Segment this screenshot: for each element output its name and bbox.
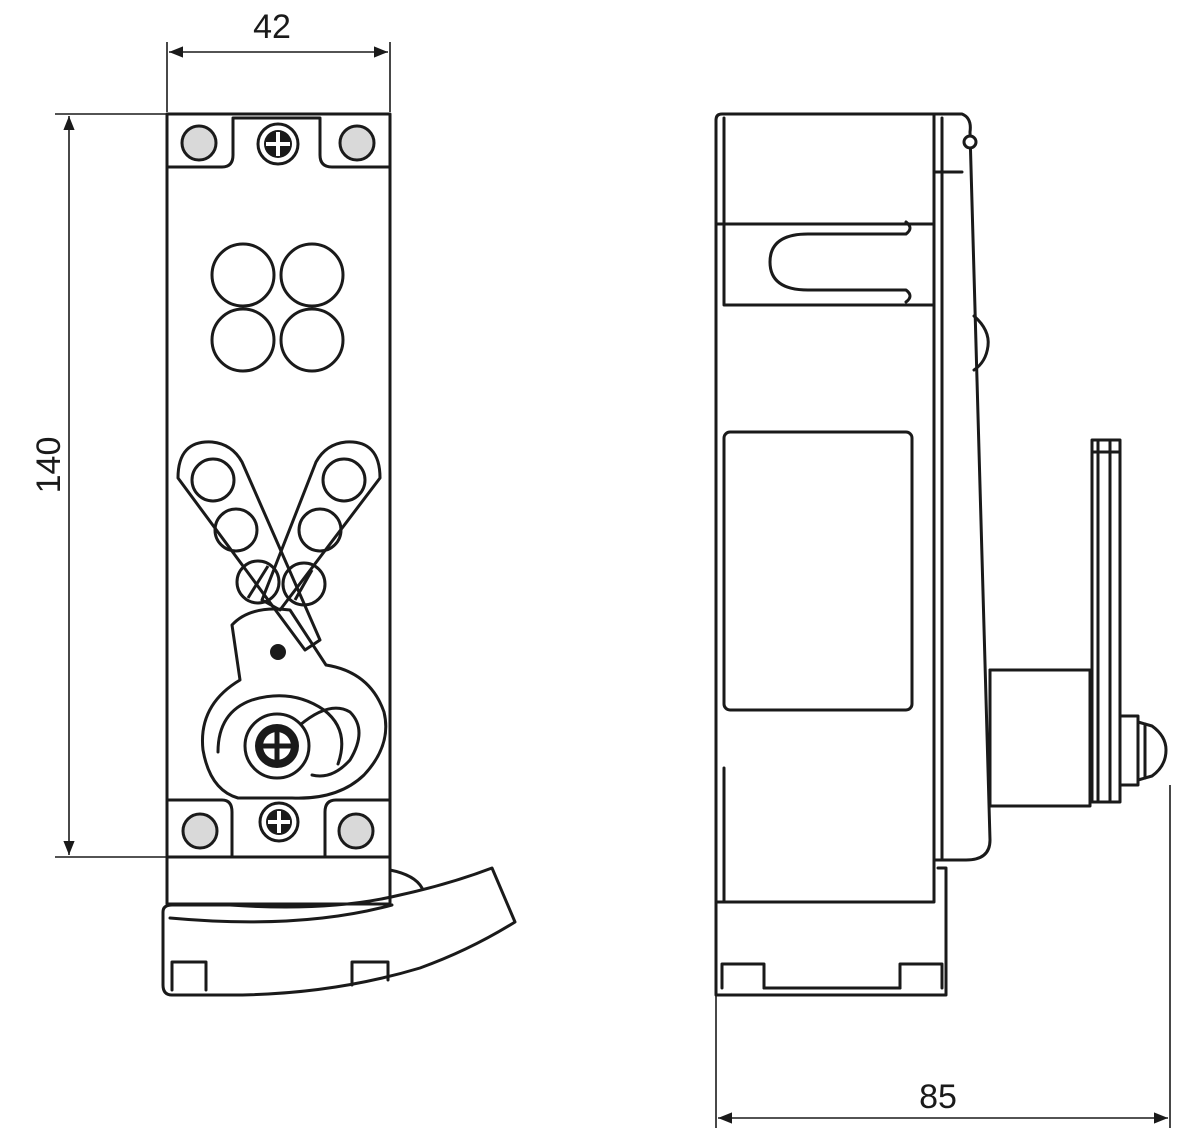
cylinder-boss <box>988 668 1092 808</box>
actuator-arms <box>176 440 382 652</box>
slot <box>768 220 912 304</box>
side-cover <box>930 112 992 862</box>
dimension-width-label: 42 <box>253 8 291 46</box>
side-housing <box>714 112 936 904</box>
label-window <box>722 430 914 712</box>
indicator-holes <box>210 242 345 373</box>
phillips-screw-icon <box>256 122 300 166</box>
front-view <box>161 112 517 997</box>
mounting-screw-icon <box>338 124 376 162</box>
mounting-screw-icon <box>180 124 218 162</box>
mounting-screw-icon <box>337 812 375 850</box>
dimension-height: 140 <box>30 113 168 858</box>
side-view <box>714 112 1168 997</box>
dimension-width: 42 <box>166 8 391 112</box>
actuator-plate <box>1090 438 1122 804</box>
handle <box>161 866 517 997</box>
dimension-depth-label: 85 <box>919 1078 957 1116</box>
side-base <box>714 900 948 997</box>
mounting-screw-icon <box>181 812 219 850</box>
dimension-depth: 85 <box>715 785 1171 1128</box>
knob <box>1118 714 1168 787</box>
dimension-height-label: 140 <box>30 437 68 494</box>
rotary-cam <box>200 607 388 800</box>
front-housing <box>165 112 392 906</box>
phillips-screw-icon <box>258 801 300 843</box>
phillips-screw-icon <box>243 712 311 780</box>
top-plate <box>165 116 392 169</box>
